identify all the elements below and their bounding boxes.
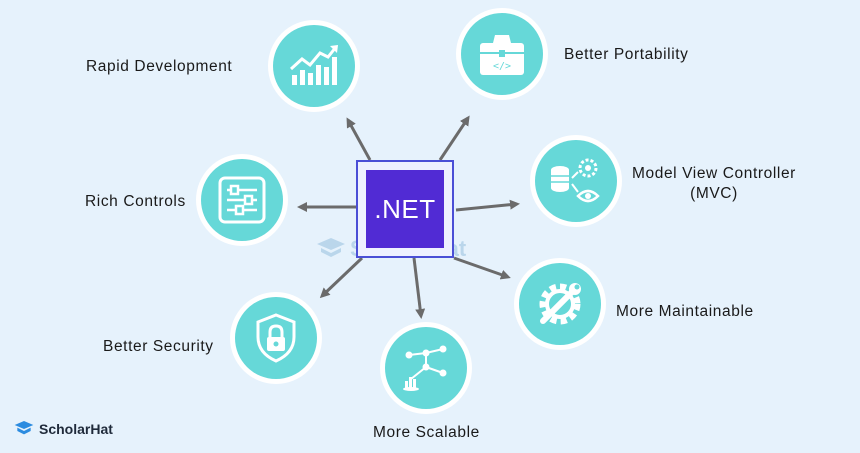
node-more-maintainable	[514, 258, 606, 350]
node-rich-controls	[196, 154, 288, 246]
arrow-maintainable	[453, 256, 511, 280]
node-better-portability: </>	[456, 8, 548, 100]
shield-lock-icon	[256, 313, 296, 363]
net-center-node: .NET	[356, 160, 454, 258]
brand-logo: ScholarHat	[14, 420, 113, 438]
net-label: .NET	[366, 170, 444, 248]
node-mvc	[530, 135, 622, 227]
label-rich-controls: Rich Controls	[85, 193, 186, 210]
arrow-portability	[438, 115, 470, 161]
brand-name: ScholarHat	[39, 421, 113, 437]
label-mvc-line2: (MVC)	[690, 185, 738, 202]
label-mvc-line1: Model View Controller	[632, 165, 796, 182]
arrow-rapid	[346, 117, 372, 161]
briefcase-code-icon: </>	[480, 35, 524, 75]
scholarhat-logo-icon	[317, 238, 345, 257]
node-rapid-development	[268, 20, 360, 112]
node-better-security	[230, 292, 322, 384]
label-more-maintainable: More Maintainable	[616, 303, 754, 320]
label-rapid-development: Rapid Development	[86, 58, 233, 75]
label-better-security: Better Security	[103, 338, 214, 355]
label-better-portability: Better Portability	[564, 46, 689, 63]
scalable-network-icon	[403, 345, 447, 391]
growth-chart-icon	[289, 45, 338, 85]
sliders-icon	[218, 176, 266, 224]
svg-text:</>: </>	[493, 61, 511, 72]
gear-wrench-icon	[539, 283, 581, 325]
label-more-scalable: More Scalable	[373, 424, 480, 441]
arrow-mvc	[455, 199, 520, 212]
arrow-scalable	[412, 257, 426, 319]
node-more-scalable	[380, 322, 472, 414]
label-mvc: Model View Controller (MVC)	[632, 164, 796, 204]
arrow-security	[319, 256, 364, 299]
scholarhat-logo-icon	[14, 421, 34, 435]
database-gear-eye-icon	[551, 158, 600, 203]
